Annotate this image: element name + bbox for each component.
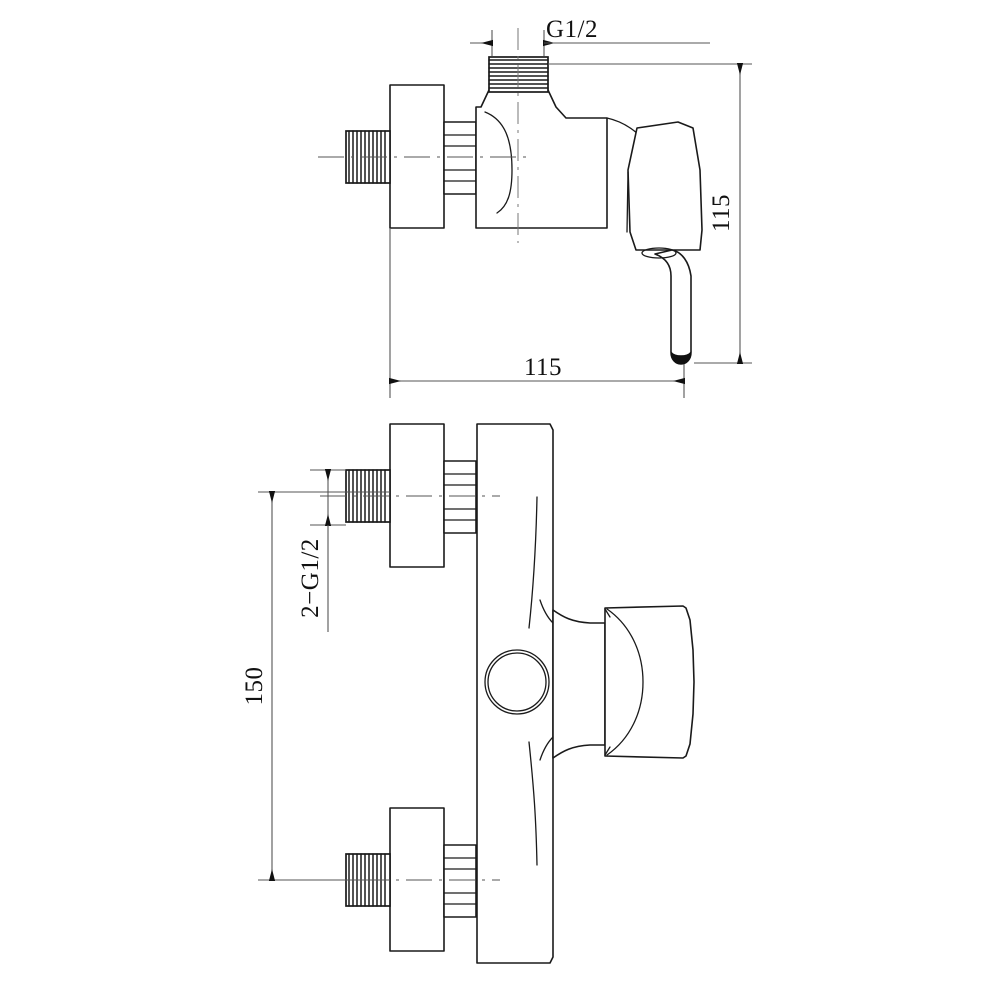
upper-inlet-assembly (320, 423, 500, 568)
dim-label-spacing-150: 150 (241, 667, 268, 706)
lower-knurled-nut (443, 844, 477, 918)
body-bulge-edge (484, 111, 513, 214)
dim-width-115 (389, 228, 685, 398)
side-elevation-view (318, 28, 752, 398)
handle-pivot-detail (641, 247, 677, 259)
handle-rim-tick-bottom (604, 746, 611, 756)
handle-front-curve (606, 608, 644, 756)
dim-g12-top (470, 30, 710, 56)
lever-handle-cap (627, 121, 703, 251)
front-body-flare (552, 609, 606, 759)
dim-spacing-150 (258, 491, 390, 881)
dim-label-height-115: 115 (708, 194, 735, 232)
front-inner-curve-upper2 (539, 599, 554, 624)
knurled-lock-nut (443, 121, 477, 195)
dim-two-g12 (310, 469, 346, 632)
dim-height-115 (548, 63, 752, 364)
front-inner-curve-lower2 (528, 741, 538, 866)
inlet-thread-male (345, 130, 391, 184)
lever-arm (654, 249, 692, 365)
lever-tip (670, 350, 692, 365)
front-inner-curve-upper (528, 496, 538, 629)
dim-label-width-115: 115 (524, 354, 562, 381)
upper-knurled-nut (443, 460, 477, 534)
front-body-plate (476, 423, 554, 964)
mixer-body (475, 89, 608, 229)
dim-label-two-g12: 2−G1/2 (297, 538, 324, 618)
lever-handle-front (604, 605, 695, 759)
front-inner-curve-lower (539, 736, 554, 761)
front-elevation-view (258, 423, 695, 964)
handle-rim-tick-top (604, 608, 611, 618)
dim-label-g12-top: G1/2 (546, 16, 598, 43)
handle-edge-left (626, 171, 629, 233)
outlet-port-circle (484, 649, 550, 715)
